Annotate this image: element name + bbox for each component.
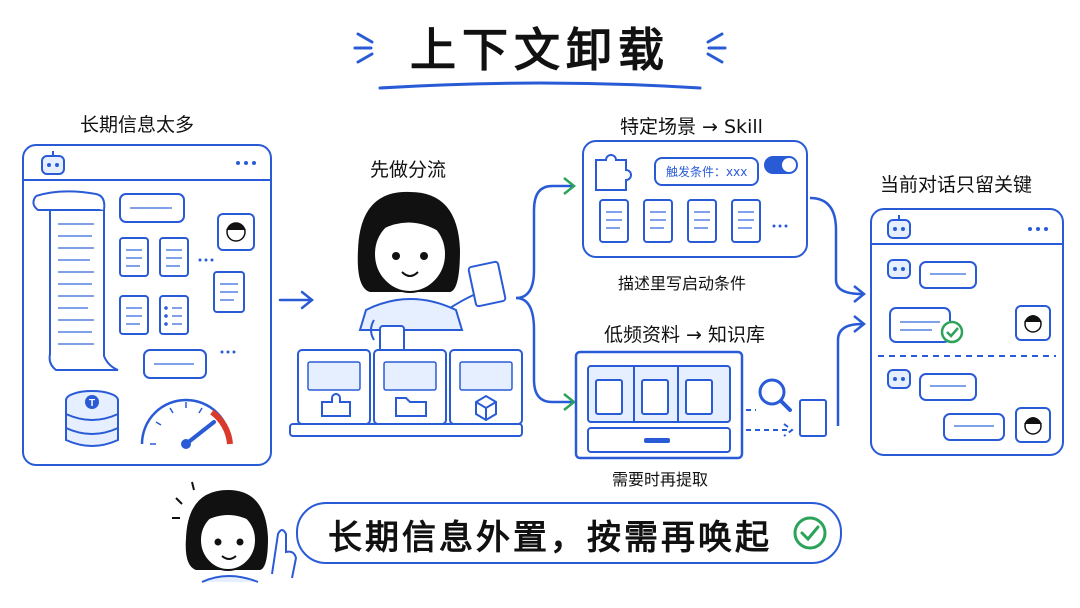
summary-banner [296,502,842,564]
dashed-arrow-icon [746,409,794,437]
chat-bubble-icon [889,307,951,343]
toggle-icon [764,156,798,174]
avatar-icon [1015,305,1051,341]
middle-label: 先做分流 [370,159,447,181]
robot-icon [887,369,911,389]
sorting-illustration [289,191,523,437]
robot-icon [41,151,65,175]
skill-caption: 描述里写启动条件 [618,274,747,293]
merge-arrows [809,196,867,426]
left-panel-illustration: T [22,151,272,449]
branch-arrows [515,177,577,411]
document-icon [599,199,761,243]
document-icon [467,260,507,308]
trigger-pill: 触发条件：xxx [654,157,760,186]
check-circle-icon [940,320,964,344]
page-title: 上下文卸载 [410,23,670,77]
knowledge-caption: 需要时再提取 [612,470,709,489]
gauge-icon [140,398,233,449]
arrow-right-icon [278,290,315,310]
check-circle-icon [793,516,827,550]
pointing-girl-illustration [172,481,298,583]
document-icon [799,399,827,437]
chat-bubble-icon [919,373,977,401]
chat-bubble-icon [143,349,207,379]
document-icon [595,379,713,415]
robot-icon [887,259,911,279]
svg-text:T: T [89,398,95,409]
scroll-icon [32,190,119,371]
knowledge-label: 低频资料 → 知识库 [604,324,765,346]
box-puzzle [297,349,371,425]
arrow-green-icon [563,177,577,195]
left-label: 长期信息太多 [80,114,195,136]
robot-icon [887,215,911,239]
avatar-icon [217,213,255,251]
document-icon [119,237,245,335]
chat-bubble-icon [943,413,1005,441]
skill-panel-illustration [595,154,798,243]
knowledge-illustration [574,350,827,460]
arrow-green-icon [563,393,577,411]
right-panel-illustration [870,215,1064,443]
chat-bubble-icon [919,261,977,289]
box-folder [373,349,447,425]
more-icon [1028,227,1048,231]
right-label: 当前对话只留关键 [880,174,1033,196]
girl-illustration [357,191,477,341]
avatar-icon [1015,407,1051,443]
puzzle-icon [595,154,632,191]
box-cube [449,349,523,425]
summary-text: 长期信息外置，按需再唤起 [328,518,772,558]
more-icon [236,161,256,165]
database-icon: T [65,390,119,447]
chat-bubble-icon [119,193,185,223]
skill-label: 特定场景 → Skill [620,116,763,138]
magnifier-icon [758,378,792,412]
